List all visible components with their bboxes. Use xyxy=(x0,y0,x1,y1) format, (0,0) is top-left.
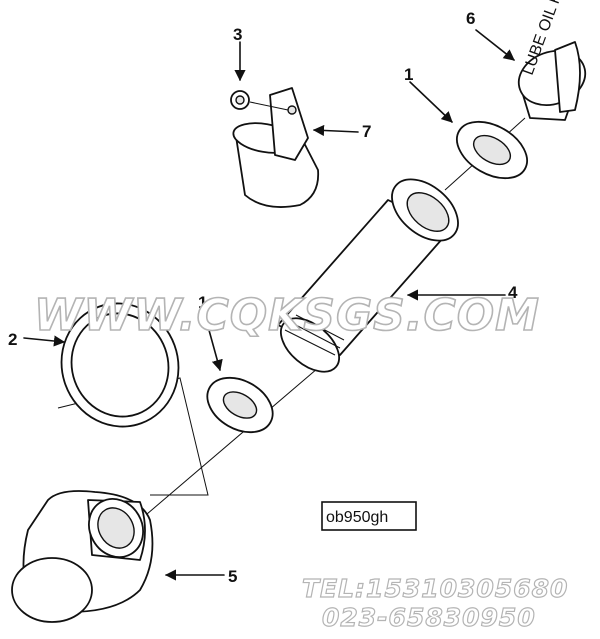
watermark-tel: TEL:15310305680 xyxy=(302,574,568,603)
seal-ring-part-2 xyxy=(60,302,180,428)
callout-1-lower: 1 xyxy=(198,293,207,312)
washer-part-1-lower xyxy=(206,376,274,434)
washer-part-1-upper xyxy=(456,120,528,180)
callout-6: 7 xyxy=(362,122,371,141)
figure-code-box: ob950gh xyxy=(321,501,417,531)
fill-cap-part-7: LUBE OIL FILL ONLY xyxy=(517,0,589,121)
leader-arrows xyxy=(23,29,515,581)
callout-3: 3 xyxy=(233,25,242,44)
figure-code: ob950gh xyxy=(326,509,388,526)
nut-part-3 xyxy=(230,90,289,111)
watermark-phone: 023-65830950 xyxy=(322,603,536,632)
tee-fitting-part-5 xyxy=(11,490,154,623)
callout-2: 2 xyxy=(8,330,17,349)
callout-4: 4 xyxy=(508,283,518,302)
callout-5: 5 xyxy=(228,567,237,586)
callout-1-upper: 1 xyxy=(404,65,413,84)
watermark-site: WWW.CQKSGS.COM xyxy=(34,290,540,341)
clamp-part-6 xyxy=(232,87,320,208)
pipe-nipple-part-4 xyxy=(277,178,459,373)
callout-7: 6 xyxy=(466,9,475,28)
